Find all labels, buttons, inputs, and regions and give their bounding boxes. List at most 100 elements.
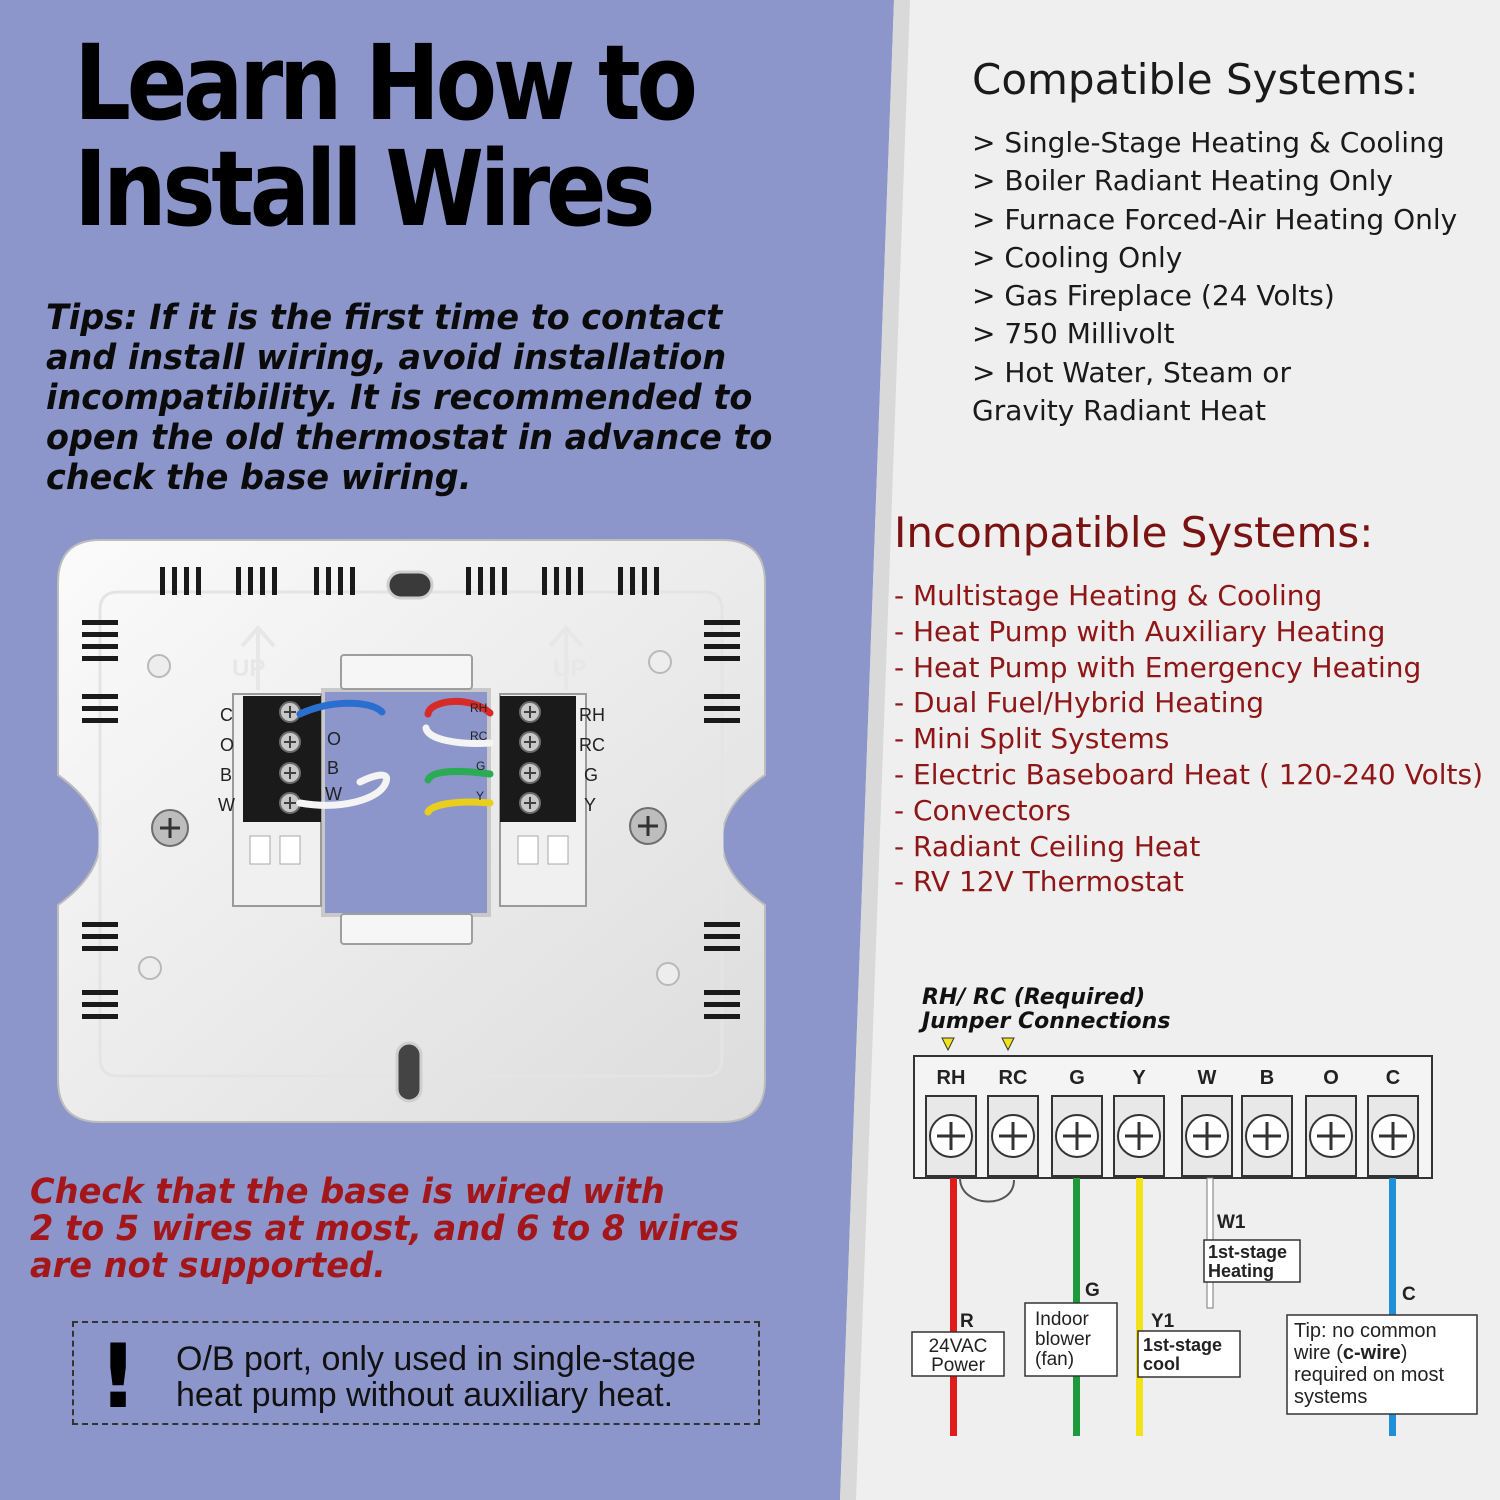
label-box-w: 1st-stage Heating (1203, 1239, 1301, 1283)
jumper-title-line-1: RH/ RC (Required) (922, 985, 1145, 1010)
up-label-right: UP (553, 655, 586, 682)
warning-line-2: 2 to 5 wires at most, and 6 to 8 wires (30, 1209, 739, 1249)
box-r-line-1: 24VAC (929, 1336, 988, 1357)
top-mount-hole (386, 570, 434, 600)
label-box-y: 1st-stage cool (1137, 1330, 1241, 1378)
title-line-2: Install Wires (74, 128, 655, 250)
box-g-line-1: Indoor (1035, 1309, 1090, 1330)
main-title: Learn How to Install Wires (74, 30, 698, 242)
tip-line-2-post: ) (1401, 1342, 1408, 1364)
wire-label-y: Y (476, 789, 484, 803)
terminal-label-w: W (218, 795, 235, 815)
incompatible-item: - Convectors (894, 793, 1071, 827)
lower-latch (340, 913, 473, 945)
terminal-screw-icons (929, 1114, 1415, 1158)
box-g-line-3: (fan) (1035, 1349, 1074, 1370)
wire-y (1136, 1178, 1143, 1436)
incompatible-item: - Radiant Ceiling Heat (894, 829, 1201, 863)
box-y-line-2: cool (1143, 1354, 1180, 1374)
incompatible-list: - Multistage Heating & Cooling - Heat Pu… (894, 578, 1483, 900)
compatible-item: > Cooling Only (972, 240, 1183, 274)
incompatible-item: - Multistage Heating & Cooling (894, 579, 1323, 612)
terminal-w-label: W (1198, 1067, 1217, 1089)
wire-letters: R G Y1 W1 C (960, 1212, 1416, 1332)
terminal-y-label: Y (1132, 1067, 1146, 1089)
terminal-screw-slots (284, 706, 536, 809)
terminal-rc-label: RC (999, 1067, 1028, 1089)
terminal-label-c: C (220, 705, 233, 725)
incompatible-heading: Incompatible Systems: (894, 508, 1374, 557)
compatible-item: > Gas Fireplace (24 Volts) (972, 279, 1335, 313)
wire-label-b: B (327, 758, 339, 778)
tip-line-1: Tip: no common (1294, 1320, 1437, 1342)
wall-screws (151, 807, 667, 847)
terminal-rh-label: RH (937, 1067, 966, 1089)
wire-label-rh: RH (470, 701, 487, 715)
terminal-label-b: B (220, 765, 232, 785)
wire-y-letter: Y1 (1151, 1311, 1175, 1332)
compatible-item: > 750 Millivolt (972, 317, 1175, 351)
terminal-screw-crosses (937, 1122, 1407, 1150)
terminal-label-rh: RH (579, 705, 605, 725)
wire-count-warning: Check that the base is wired with 2 to 5… (30, 1174, 808, 1285)
compatible-item: > Boiler Radiant Heating Only (972, 164, 1393, 198)
plate-inner-rim (98, 590, 724, 1078)
up-arrow-icon (240, 624, 584, 690)
wire-c (1389, 1178, 1396, 1436)
box-w-line-2: Heating (1208, 1261, 1274, 1281)
wire-r (950, 1178, 957, 1436)
incompatible-item: - Mini Split Systems (894, 722, 1170, 756)
box-w-line-1: 1st-stage (1208, 1242, 1287, 1262)
compatible-item: > Single-Stage Heating & Cooling (972, 126, 1445, 159)
compatible-item: > Furnace Forced-Air Heating Only (972, 202, 1458, 236)
wire-label-rc: RC (470, 729, 488, 743)
upper-latch (340, 654, 473, 690)
tip-line-3: required on most (1294, 1364, 1445, 1386)
c-wire-tip-box: Tip: no common wire (c-wire) required on… (1286, 1314, 1478, 1415)
tip-line-4: systems (1294, 1386, 1367, 1408)
terminal-o-label: O (1323, 1067, 1339, 1089)
ob-note-line-2: heat pump without auxiliary heat. (176, 1376, 674, 1414)
label-box-g: Indoor blower (fan) (1024, 1302, 1118, 1377)
compatible-heading: Compatible Systems: (972, 55, 1419, 104)
label-box-r: 24VAC Power (911, 1331, 1005, 1377)
warning-line-1: Check that the base is wired with (30, 1172, 665, 1212)
terminal-labels: RH RC G Y W B O C (937, 1067, 1401, 1089)
ob-note-line-1: O/B port, only used in single-stage (176, 1340, 696, 1378)
jumper-title-line-2: Jumper Connections (918, 1009, 1170, 1034)
tips-paragraph: Tips: If it is the first time to contact… (46, 298, 773, 498)
incompatible-item: - Dual Fuel/Hybrid Heating (894, 686, 1264, 720)
wire-g-letter: G (1085, 1280, 1100, 1301)
compatible-list: > Single-Stage Heating & Cooling > Boile… (972, 124, 1457, 430)
jumper-wire (959, 1177, 1015, 1203)
wire-label-o: O (327, 729, 341, 749)
tip-line-2: wire (c-wire) (1293, 1342, 1407, 1364)
terminal-label-g: G (584, 765, 598, 785)
plate-wires (296, 698, 494, 816)
top-vent-slots (160, 567, 659, 595)
ob-port-note: ! O/B port, only used in single-stage he… (72, 1321, 760, 1425)
incompatible-item: - Heat Pump with Emergency Heating (894, 650, 1422, 684)
wire-w-letter: W1 (1217, 1212, 1246, 1233)
right-terminal-labels: RH RC G Y RH RC G Y (470, 701, 605, 815)
warning-line-3: are not supported. (30, 1246, 386, 1286)
right-vent-slots (704, 620, 740, 1019)
wire-c-letter: C (1402, 1284, 1416, 1305)
up-label-left: UP (232, 655, 265, 682)
wire-r-letter: R (960, 1311, 974, 1332)
terminal-c-label: C (1386, 1067, 1400, 1089)
left-vent-slots (82, 620, 118, 1019)
left-terminal-labels: C O B W O B W (218, 705, 342, 815)
box-g-line-2: blower (1035, 1329, 1092, 1350)
terminal-label-rc: RC (579, 735, 605, 755)
exclamation-icon: ! (98, 1325, 139, 1428)
tip-line-2-bold: c-wire (1343, 1342, 1401, 1364)
mounting-posts (138, 650, 680, 986)
terminal-g-label: G (1069, 1067, 1085, 1089)
terminal-label-y: Y (584, 795, 596, 815)
jumper-arrow-icons (941, 1037, 1015, 1052)
incompatible-item: - Electric Baseboard Heat ( 120-240 Volt… (894, 757, 1484, 791)
terminal-label-o: O (220, 735, 234, 755)
tip-line-2-pre: wire ( (1293, 1342, 1343, 1364)
